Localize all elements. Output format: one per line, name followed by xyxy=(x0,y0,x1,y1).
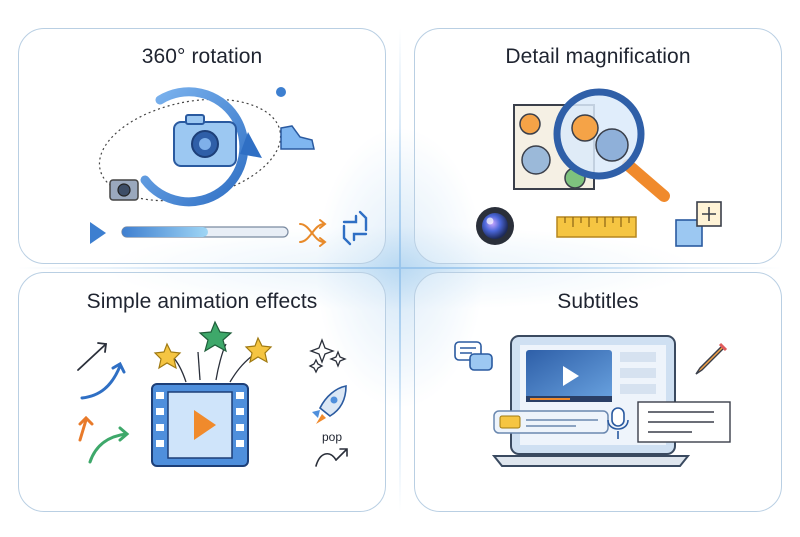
play-icon xyxy=(90,222,106,244)
shuffle-icon xyxy=(299,219,327,247)
sparkle-icon xyxy=(308,338,347,374)
small-camera-icon xyxy=(109,179,139,201)
vertical-divider xyxy=(399,28,401,512)
star-icon xyxy=(198,320,233,353)
rotate-arrow-icon xyxy=(140,87,249,207)
subtitles-title: Subtitles xyxy=(557,290,639,313)
video-player-icon xyxy=(526,350,656,402)
rotation-title: 360° rotation xyxy=(141,45,263,68)
lens-icon xyxy=(476,207,514,245)
star-icon xyxy=(244,336,273,364)
pop-label: pop xyxy=(322,430,343,444)
animation-illustration xyxy=(77,320,348,467)
progress-fill xyxy=(122,227,208,237)
transcript-panel xyxy=(637,401,731,443)
rotation-illustration xyxy=(90,87,368,247)
ruler-icon xyxy=(556,216,637,238)
zoom-add-icon xyxy=(675,201,722,247)
magnifier-icon xyxy=(553,88,670,202)
horizontal-divider xyxy=(18,267,782,269)
sneaker-icon xyxy=(280,125,315,150)
star-icon xyxy=(153,342,182,370)
rocket-icon xyxy=(312,385,347,424)
arrow-icon xyxy=(77,342,130,464)
refresh-icon xyxy=(342,210,368,246)
pencil-icon xyxy=(695,342,728,375)
subtitles-illustration xyxy=(454,335,731,467)
caption-bubble xyxy=(493,410,609,434)
microphone-icon xyxy=(607,407,629,439)
film-strip-icon xyxy=(151,383,249,467)
chat-bubbles-icon xyxy=(454,341,493,371)
animation-title: Simple animation effects xyxy=(86,290,318,313)
camera-icon xyxy=(173,114,237,167)
magnification-illustration xyxy=(476,88,722,247)
magnification-title: Detail magnification xyxy=(505,45,691,68)
